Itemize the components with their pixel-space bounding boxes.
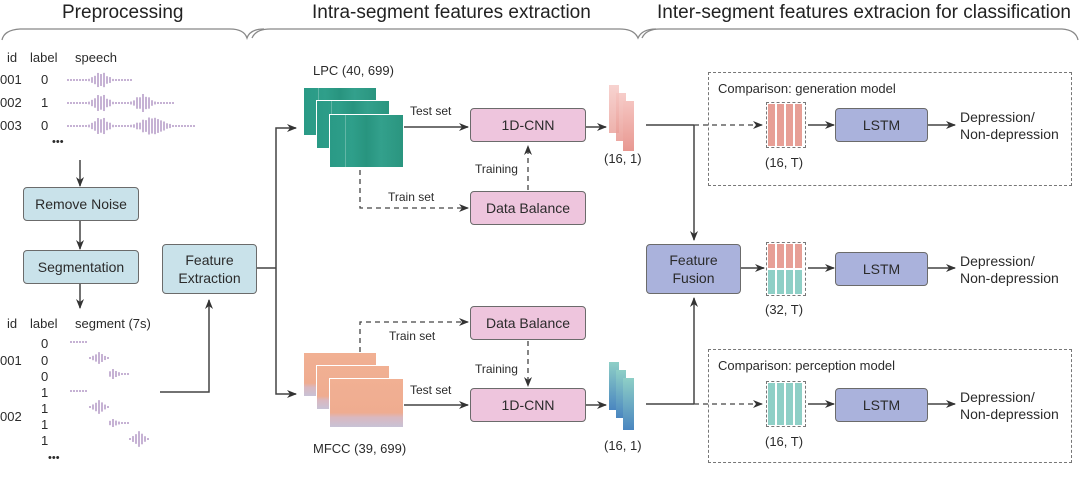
seg-label: 1	[41, 417, 49, 432]
lstm-label-bottom: LSTM	[862, 397, 901, 413]
row-id: 003	[0, 118, 22, 133]
brace-intra	[251, 28, 657, 40]
data-balance-box-bottom: Data Balance	[470, 306, 586, 340]
dim-label-bottom: (16, 1)	[604, 438, 642, 453]
cnn-box-bottom: 1D-CNN	[470, 388, 586, 422]
feature-vector-red-3	[623, 101, 634, 151]
output-label-mid-1: Depression/	[960, 253, 1035, 269]
feature-fusion-box: Feature Fusion	[646, 244, 741, 294]
row-label: 1	[41, 95, 49, 110]
seg-label: 1	[41, 433, 49, 448]
mfcc-label: MFCC (39, 699)	[313, 441, 407, 456]
lpc-label: LPC (40, 699)	[313, 63, 394, 78]
output-label-top-2: Non-depression	[960, 126, 1059, 142]
lstm-box-top: LSTM	[835, 108, 928, 142]
comparison-perception-box	[708, 349, 1072, 463]
sequence-perc-bars	[768, 383, 804, 425]
mfcc-spectrogram-3	[329, 378, 404, 428]
dim-label-perc: (16, T)	[765, 434, 804, 449]
data-balance-box-top: Data Balance	[470, 191, 586, 225]
data-balance-label-bottom: Data Balance	[485, 315, 571, 331]
row-id: 002	[0, 95, 22, 110]
waveform-002	[67, 94, 174, 112]
feature-vector-teal-3	[623, 378, 634, 430]
group-id: 001	[0, 353, 22, 368]
lstm-box-bottom: LSTM	[835, 388, 928, 422]
train-set-label-top: Train set	[388, 190, 435, 204]
feature-vector-red-2	[616, 93, 626, 141]
feature-fusion-label-2: Fusion	[672, 270, 715, 286]
lstm-box-mid: LSTM	[835, 252, 928, 286]
feature-vector-teal-2	[616, 370, 626, 418]
row-label: 0	[41, 72, 49, 87]
waveform-001	[67, 72, 132, 88]
sequence-gen-frame	[766, 102, 806, 148]
section-title-intra-segment: Intra-segment features extraction	[312, 2, 591, 23]
dim-label-gen: (16, T)	[765, 155, 804, 170]
comparison-perception-label: Comparison: perception model	[718, 358, 896, 373]
remove-noise-box: Remove Noise	[23, 187, 139, 221]
feature-extraction-box: Feature Extraction	[162, 244, 257, 294]
header-speech: speech	[75, 50, 117, 65]
ellipsis: •••	[52, 136, 64, 148]
lpc-spectrogram-3	[329, 114, 404, 168]
feature-extraction-label-2: Extraction	[178, 270, 241, 286]
brace-preprocessing	[1, 28, 265, 41]
row-id: 001	[0, 72, 22, 87]
seg-label: 0	[41, 369, 49, 384]
seg-label: 0	[41, 336, 49, 351]
seg-label: 0	[41, 353, 49, 368]
feature-vector-teal-1	[609, 362, 619, 410]
training-label-top: Training	[475, 162, 518, 176]
output-label-top-1: Depression/	[960, 109, 1035, 125]
cnn-label-bottom: 1D-CNN	[501, 397, 555, 413]
row-label: 0	[41, 118, 49, 133]
remove-noise-label: Remove Noise	[35, 196, 127, 212]
training-label-bottom: Training	[475, 362, 518, 376]
train-set-label-bottom: Train set	[389, 329, 436, 343]
section-title-preprocessing: Preprocessing	[62, 2, 184, 23]
cnn-box-top: 1D-CNN	[470, 108, 586, 142]
feature-fusion-label-1: Feature	[669, 252, 718, 268]
header-id: id	[7, 316, 18, 331]
sequence-gen-bars	[768, 104, 804, 146]
sequence-fusion-frame	[766, 242, 806, 296]
seg-label: 1	[41, 401, 49, 416]
header-id: id	[7, 50, 18, 65]
test-set-label-bottom: Test set	[410, 383, 452, 397]
ellipsis: •••	[48, 452, 60, 464]
sequence-fusion-bars-teal	[768, 270, 804, 294]
lstm-label-top: LSTM	[862, 117, 901, 133]
segmentation-box: Segmentation	[23, 250, 139, 284]
group-id: 002	[0, 409, 22, 424]
waveform-003	[67, 117, 195, 135]
brace-inter	[641, 28, 1079, 41]
feature-vector-red-1	[609, 85, 619, 133]
comparison-generation-label: Comparison: generation model	[718, 81, 896, 96]
segmentation-label: Segmentation	[37, 259, 125, 275]
sequence-fusion-bars-red	[768, 244, 804, 268]
test-set-label-top: Test set	[410, 104, 452, 118]
output-label-mid-2: Non-depression	[960, 270, 1059, 286]
output-label-bot-2: Non-depression	[960, 406, 1059, 422]
header-label: label	[30, 50, 58, 65]
dim-label-top: (16, 1)	[604, 151, 642, 166]
data-balance-label-top: Data Balance	[485, 200, 571, 216]
comparison-generation-box	[708, 72, 1072, 186]
lstm-label-mid: LSTM	[862, 261, 901, 277]
segment-waveforms	[70, 341, 149, 447]
section-title-inter-segment: Inter-segment features extracion for cla…	[657, 2, 1071, 23]
seg-label: 1	[41, 385, 49, 400]
header-segment: segment (7s)	[75, 316, 151, 331]
header-label: label	[30, 316, 58, 331]
dim-label-fusion: (32, T)	[765, 302, 804, 317]
feature-extraction-label-1: Feature	[185, 252, 234, 268]
cnn-label-top: 1D-CNN	[501, 117, 555, 133]
sequence-perc-frame	[766, 381, 806, 427]
output-label-bot-1: Depression/	[960, 389, 1035, 405]
